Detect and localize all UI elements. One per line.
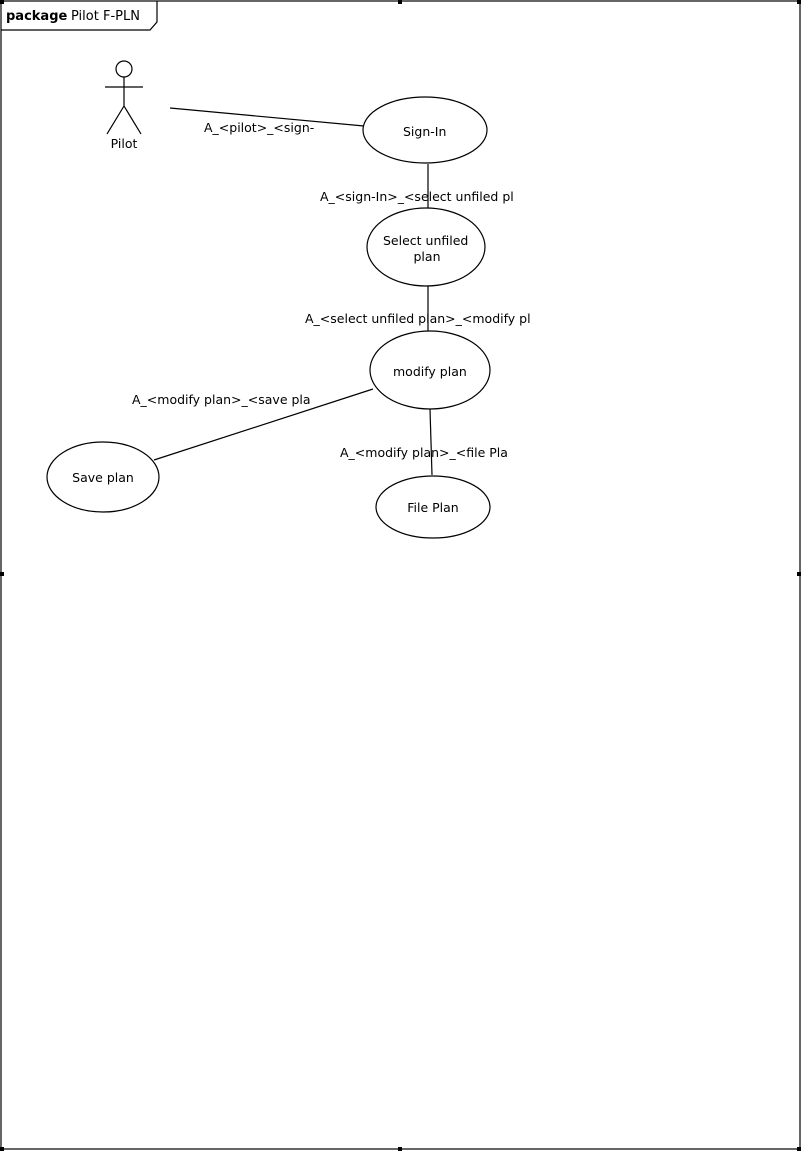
use-case-select-unfiled-plan-shape xyxy=(366,207,486,287)
actor-right-leg xyxy=(123,105,142,135)
association-label-modify-file[interactable]: A_<modify plan>_<file Pla xyxy=(340,445,508,460)
handle-bottom-right[interactable] xyxy=(797,1147,801,1151)
actor-left-leg xyxy=(106,105,125,135)
association-line-pilot-signin[interactable] xyxy=(169,107,365,127)
association-label-signin-select[interactable]: A_<sign-In>_<select unfiled pl xyxy=(320,189,514,204)
actor-head xyxy=(115,60,133,78)
use-case-select-unfiled-plan-label-line2: plan xyxy=(414,249,441,264)
use-case-file-plan-shape xyxy=(375,475,491,539)
package-name-tab xyxy=(1,1,158,31)
use-case-sign-in-shape xyxy=(362,96,488,164)
association-label-select-modify[interactable]: A_<select unfiled plan>_<modify pl xyxy=(305,311,531,326)
association-line-modify-file[interactable] xyxy=(429,408,433,476)
use-case-select-unfiled-plan-label-line1: Select unfiled xyxy=(383,233,468,248)
handle-mid-left[interactable] xyxy=(0,572,4,576)
handle-top-right[interactable] xyxy=(797,0,801,4)
use-case-modify-plan-shape xyxy=(369,330,491,410)
use-case-sign-in-label: Sign-In xyxy=(403,124,446,139)
use-case-save-plan[interactable]: Save plan xyxy=(46,441,160,513)
use-case-sign-in[interactable]: Sign-In xyxy=(362,96,488,164)
handle-bottom-left[interactable] xyxy=(0,1147,4,1151)
actor-pilot[interactable]: Pilot xyxy=(105,60,143,151)
use-case-file-plan-label: File Plan xyxy=(407,500,458,515)
actor-label: Pilot xyxy=(111,136,138,151)
use-case-modify-plan-label: modify plan xyxy=(393,364,467,379)
use-case-modify-plan[interactable]: modify plan xyxy=(369,330,491,410)
use-case-file-plan[interactable]: File Plan xyxy=(375,475,491,539)
handle-top-mid[interactable] xyxy=(398,0,402,4)
handle-top-left[interactable] xyxy=(0,0,4,4)
package-name: Pilot F-PLN xyxy=(71,9,140,24)
use-case-save-plan-shape xyxy=(46,441,160,513)
handle-bottom-mid[interactable] xyxy=(398,1147,402,1151)
association-label-modify-save[interactable]: A_<modify plan>_<save pla xyxy=(132,392,311,407)
handle-mid-right[interactable] xyxy=(797,572,801,576)
use-case-select-unfiled-plan[interactable]: Select unfiled plan xyxy=(366,207,486,287)
association-line-modify-save[interactable] xyxy=(153,388,374,461)
package-keyword: package xyxy=(6,9,68,24)
use-case-save-plan-label: Save plan xyxy=(72,470,134,485)
association-label-pilot-signin[interactable]: A_<pilot>_<sign- xyxy=(204,120,314,135)
